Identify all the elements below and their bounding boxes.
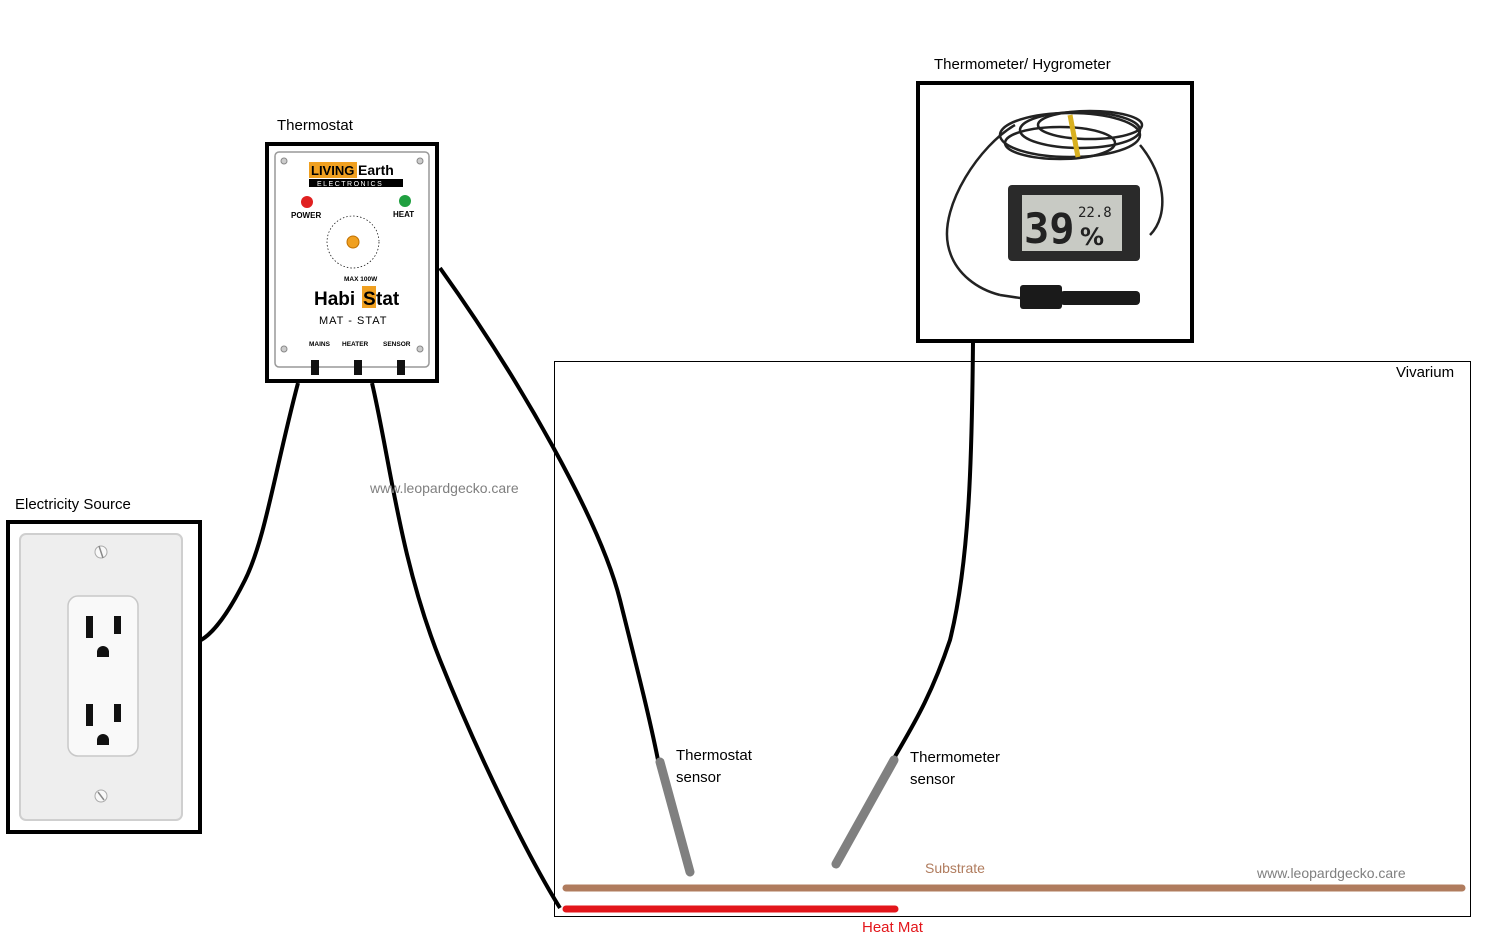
brand-name-b: tat [376, 289, 400, 310]
heater-socket [354, 360, 362, 375]
port-heater: HEATER [342, 341, 369, 348]
power-led [301, 196, 313, 208]
power-cable [199, 382, 300, 642]
hygrometer-device: 39 22.8 % [916, 81, 1194, 343]
port-sensor: SENSOR [383, 341, 411, 348]
wall-outlet-icon [19, 533, 183, 821]
thermostat-sensor-label-line2: sensor [676, 769, 722, 786]
thermostat-sensor-label: Thermostat sensor [676, 745, 752, 789]
thermostat-illustration: LIVING Earth ELECTRONICS POWER HEAT MAX … [274, 151, 430, 375]
sensor-socket [397, 360, 405, 375]
thermostat-device: LIVING Earth ELECTRONICS POWER HEAT MAX … [265, 142, 439, 383]
heat-mat-label: Heat Mat [862, 919, 923, 936]
temperature-dial-icon [346, 235, 360, 249]
hygrometer-probe-icon [1060, 291, 1140, 305]
thermometer-sensor-label: Thermometer sensor [910, 747, 1000, 791]
humidity-reading: 39 [1024, 204, 1075, 253]
thermometer-sensor-label-line1: Thermometer [910, 749, 1001, 766]
vivarium-label: Vivarium [1396, 364, 1455, 381]
thermostat-sensor-probe [655, 757, 695, 877]
brand-sub: ELECTRONICS [317, 181, 383, 188]
brand-top: LIVING [311, 163, 354, 178]
electricity-source-device [6, 520, 202, 834]
thermostat-label: Thermostat [277, 117, 353, 134]
max-rating: MAX 100W [344, 276, 378, 283]
probe-connector [1020, 285, 1062, 309]
brand-name-s: S [363, 289, 376, 310]
thermometer-sensor-label-line2: sensor [910, 771, 956, 788]
heat-led [399, 195, 411, 207]
hygrometer-label: Thermometer/ Hygrometer [934, 56, 1111, 73]
thermostat-sensor-cable [438, 266, 660, 761]
heat-led-label: HEAT [393, 210, 414, 219]
hygrometer-illustration: 39 22.8 % [945, 109, 1164, 309]
thermometer-sensor-probe [831, 755, 899, 869]
brand-name-a: Habi [314, 289, 355, 310]
model-name: MAT - STAT [319, 315, 387, 327]
substrate-label: Substrate [925, 860, 985, 876]
heater-cable [370, 382, 562, 910]
vivarium-box [554, 361, 1471, 917]
mains-socket [311, 360, 319, 375]
watermark-middle: www.leopardgecko.care [370, 480, 519, 496]
temperature-reading: 22.8 [1078, 205, 1112, 221]
lcd-screen [1022, 195, 1122, 251]
humidity-unit: % [1080, 223, 1104, 251]
thermostat-sensor-label-line1: Thermostat [676, 747, 752, 764]
brand-right: Earth [358, 162, 394, 178]
electricity-source-label: Electricity Source [15, 496, 131, 513]
power-led-label: POWER [291, 211, 321, 220]
hygrometer-sensor-cable [891, 341, 975, 761]
watermark-bottom-right: www.leopardgecko.care [1257, 865, 1406, 881]
port-mains: MAINS [309, 341, 331, 348]
